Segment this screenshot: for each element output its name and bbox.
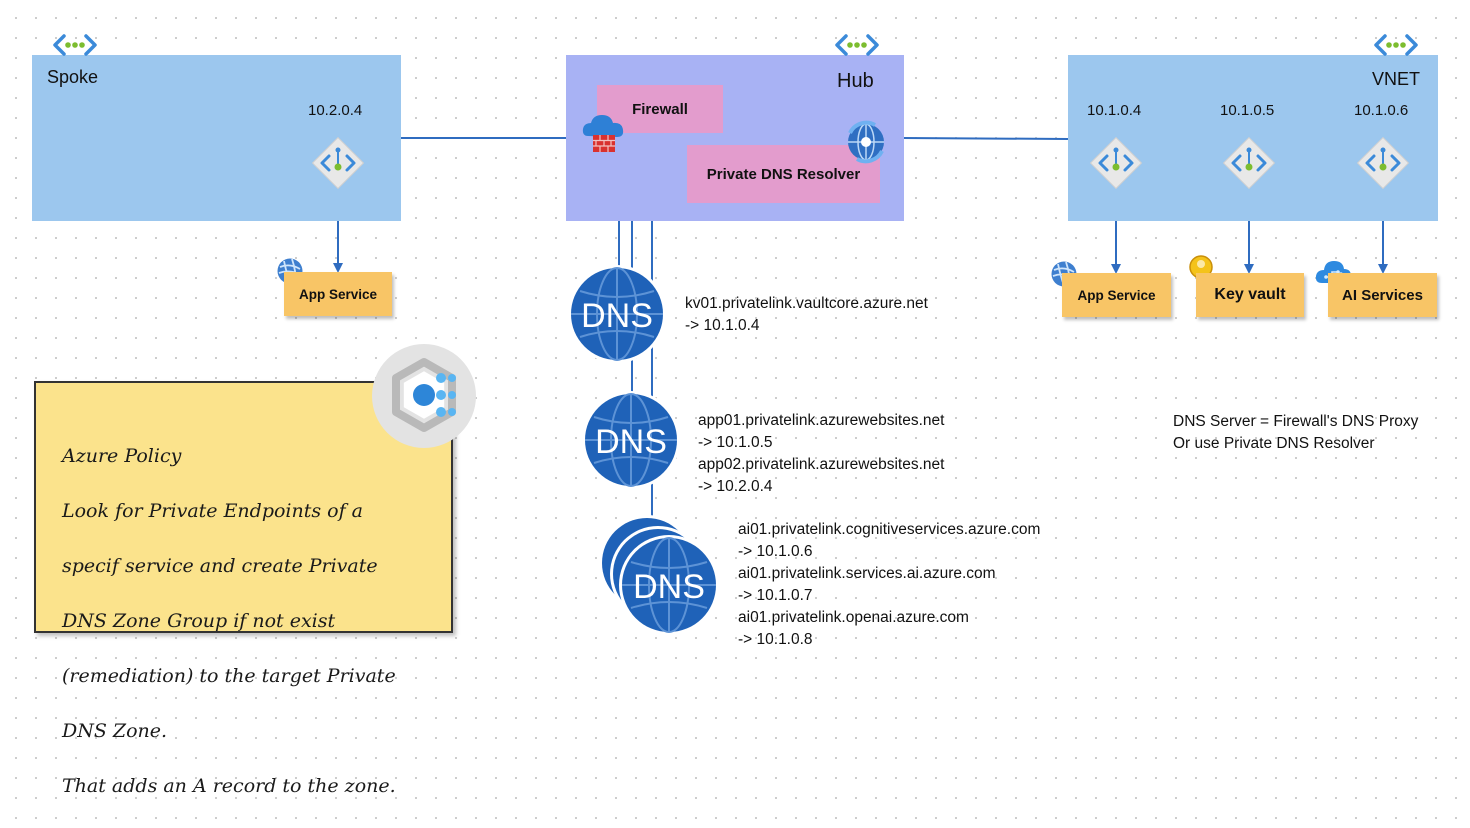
dns-resolver-label: Private DNS Resolver bbox=[706, 165, 861, 183]
dns-record-line: -> 10.1.0.4 bbox=[685, 317, 760, 334]
spoke-app-service-box: App Service bbox=[284, 272, 392, 316]
dns-icon-label: DNS bbox=[595, 423, 667, 461]
policy-note-line: Azure Policy bbox=[62, 444, 182, 467]
firewall-icon bbox=[582, 115, 624, 152]
policy-note-line: Look for Private Endpoints of a bbox=[62, 499, 364, 522]
dns-zone-records-3: ai01.privatelink.cognitiveservices.azure… bbox=[738, 519, 1040, 651]
azure-policy-icon bbox=[372, 344, 476, 448]
vnet-app-service-label: App Service bbox=[1077, 287, 1156, 303]
vnet-app-service-box: App Service bbox=[1062, 273, 1171, 317]
dns-icon-label: DNS bbox=[633, 568, 705, 606]
spoke-app-service-label: App Service bbox=[298, 286, 378, 302]
dns-server-note: DNS Server = Firewall's DNS Proxy Or use… bbox=[1173, 411, 1418, 455]
policy-note-line: DNS Zone Group if not exist bbox=[62, 609, 336, 632]
dns-record-line: -> 10.1.0.5 bbox=[698, 434, 773, 451]
ai-services-label: AI Services bbox=[1342, 286, 1423, 304]
vnet-icon bbox=[1374, 34, 1418, 56]
spoke-title: Spoke bbox=[47, 67, 99, 87]
key-vault-label: Key vault bbox=[1214, 286, 1286, 303]
vnet-icon bbox=[835, 34, 879, 56]
dns-resolver-icon bbox=[848, 120, 884, 164]
dns-icon: DNS bbox=[599, 515, 719, 635]
dns-record-line: app01.privatelink.azurewebsites.net bbox=[698, 412, 945, 429]
vnet-endpoint-ip-1: 10.1.0.4 bbox=[1087, 102, 1142, 119]
dns-record-line: -> 10.1.0.6 bbox=[738, 543, 813, 560]
dns-icon: DNS bbox=[582, 391, 680, 489]
private-endpoint-icon bbox=[1356, 136, 1410, 190]
vnet-endpoint-ip-2: 10.1.0.5 bbox=[1220, 102, 1275, 119]
vnet-title: VNET bbox=[1372, 69, 1421, 89]
dns-record-line: -> 10.1.0.8 bbox=[738, 631, 813, 648]
dns-zone-records-2: app01.privatelink.azurewebsites.net -> 1… bbox=[698, 410, 944, 498]
dns-server-note-line: Or use Private DNS Resolver bbox=[1173, 435, 1375, 452]
dns-resolver-label-box: Private DNS Resolver bbox=[687, 145, 880, 203]
private-endpoint-icon bbox=[311, 136, 365, 190]
dns-record-line: -> 10.2.0.4 bbox=[698, 478, 773, 495]
spoke-endpoint-ip: 10.2.0.4 bbox=[308, 102, 363, 119]
dns-record-line: -> 10.1.0.7 bbox=[738, 587, 813, 604]
private-endpoint-icon bbox=[1089, 136, 1143, 190]
policy-note-line: DNS Zone. bbox=[62, 719, 168, 742]
vnet-icon bbox=[53, 34, 97, 56]
dns-record-line: ai01.privatelink.services.ai.azure.com bbox=[738, 565, 996, 582]
key-vault-box: Key vault bbox=[1196, 273, 1304, 317]
firewall-label: Firewall bbox=[632, 100, 688, 118]
dns-record-line: ai01.privatelink.openai.azure.com bbox=[738, 609, 969, 626]
dns-record-line: kv01.privatelink.vaultcore.azure.net bbox=[685, 295, 928, 312]
dns-icon: DNS bbox=[568, 265, 666, 363]
vnet-box bbox=[1068, 55, 1438, 221]
policy-note-line: (remediation) to the target Private bbox=[62, 664, 396, 687]
ai-services-box: AI Services bbox=[1328, 273, 1437, 317]
vnet-endpoint-ip-3: 10.1.0.6 bbox=[1354, 102, 1409, 119]
private-endpoint-icon bbox=[1222, 136, 1276, 190]
spoke-vnet-box bbox=[32, 55, 401, 221]
dns-record-line: app02.privatelink.azurewebsites.net bbox=[698, 456, 945, 473]
dns-record-line: ai01.privatelink.cognitiveservices.azure… bbox=[738, 521, 1041, 538]
hub-title: Hub bbox=[837, 70, 874, 92]
dns-zone-records-1: kv01.privatelink.vaultcore.azure.net -> … bbox=[685, 293, 928, 337]
policy-note-line: specif service and create Private bbox=[62, 554, 378, 577]
dns-icon-label: DNS bbox=[581, 297, 653, 335]
policy-note-line: That adds an A record to the zone. bbox=[62, 774, 396, 797]
dns-server-note-line: DNS Server = Firewall's DNS Proxy bbox=[1173, 413, 1419, 430]
peering-line-hub-vnet bbox=[902, 137, 1069, 140]
